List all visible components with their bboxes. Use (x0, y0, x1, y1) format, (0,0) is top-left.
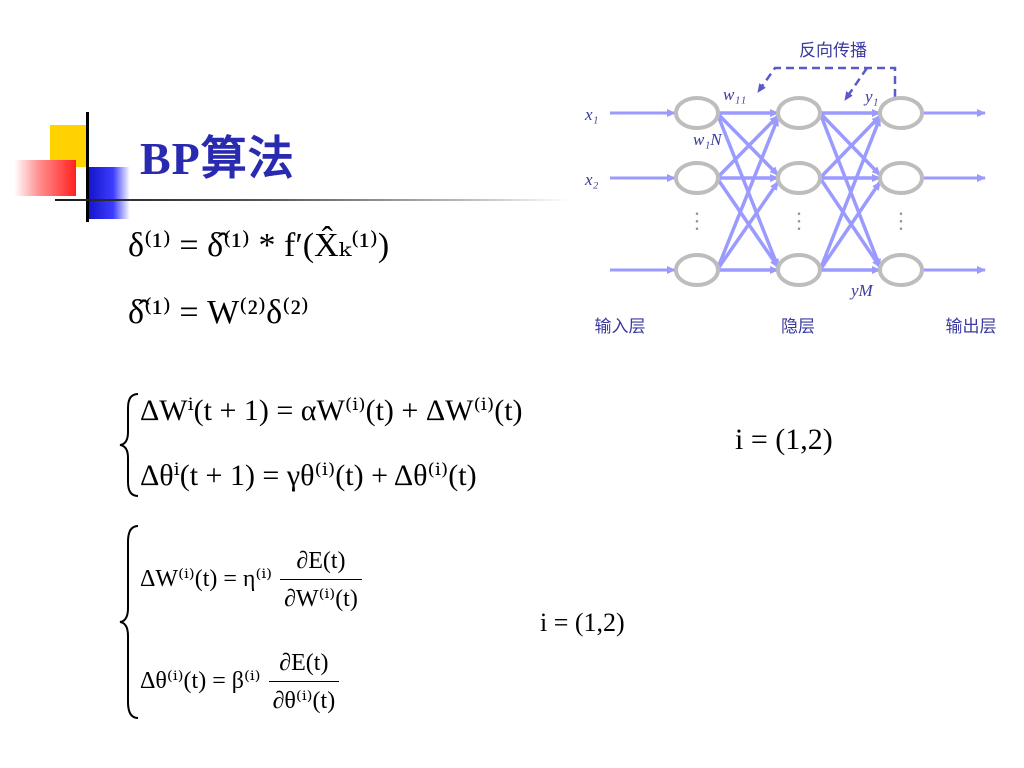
equation-delta-1: δ⁽¹⁾ = δ̂⁽¹⁾ * f′(X̂ₖ⁽¹⁾) (128, 227, 390, 264)
hidden-node-2 (776, 161, 822, 195)
label-w1n: w₁N (693, 130, 723, 149)
edges-input-hidden (715, 109, 780, 274)
label-ym: yM (849, 281, 874, 300)
decor-red-bar (14, 160, 76, 196)
slide-title: BP算法 (140, 133, 295, 184)
label-w11: w₁₁ (723, 85, 746, 104)
hidden-node-1 (776, 96, 822, 130)
eq5-denominator: ∂W⁽ⁱ⁾(t) (284, 586, 358, 612)
input-node-1 (674, 96, 720, 130)
decor-vertical-line (86, 112, 89, 222)
equation-delta-theta-gradient: Δθ⁽ⁱ⁾(t) = β⁽ⁱ⁾ ∂E(t) ∂θ⁽ⁱ⁾(t) (140, 650, 340, 715)
condition-i-1: i = (1,2) (735, 423, 833, 456)
brace-system-1 (119, 393, 139, 497)
eq6-denominator: ∂θ⁽ⁱ⁾(t) (272, 688, 336, 714)
backprop-arrow-short (843, 67, 869, 101)
equation-delta-w-update: ΔWⁱ(t + 1) = αW⁽ⁱ⁾(t) + ΔW⁽ⁱ⁾(t) (140, 394, 523, 427)
input-layer-label: 输入层 (595, 317, 646, 336)
ellipsis-input: ⋮ (686, 208, 708, 233)
title-underline (55, 199, 570, 201)
input-node-2 (674, 161, 720, 195)
output-layer-label: 输出层 (946, 317, 997, 336)
label-x1: x₁ (584, 105, 598, 124)
edges-hidden-output (818, 109, 882, 274)
eq6-lhs: Δθ⁽ⁱ⁾(t) = β⁽ⁱ⁾ (140, 668, 261, 695)
neural-network-diagram: 反向传播 (584, 41, 997, 336)
hidden-layer-label: 隐层 (781, 317, 815, 336)
ellipsis-hidden: ⋮ (788, 208, 810, 233)
decor-blue-square (88, 167, 130, 219)
label-x2: x₂ (584, 170, 599, 189)
brace-system-2 (119, 525, 139, 719)
backprop-arrow-long (756, 66, 897, 110)
output-node-m (878, 253, 924, 287)
eq6-numerator: ∂E(t) (268, 650, 340, 682)
equation-delta-theta-update: Δθⁱ(t + 1) = γθ⁽ⁱ⁾(t) + Δθ⁽ⁱ⁾(t) (140, 459, 477, 492)
hidden-node-n (776, 253, 822, 287)
eq5-fraction: ∂E(t) ∂W⁽ⁱ⁾(t) (280, 548, 362, 613)
eq5-numerator: ∂E(t) (280, 548, 362, 580)
output-node-2 (878, 161, 924, 195)
condition-i-2: i = (1,2) (540, 608, 625, 637)
eq6-fraction: ∂E(t) ∂θ⁽ⁱ⁾(t) (268, 650, 340, 715)
eq5-lhs: ΔW⁽ⁱ⁾(t) = η⁽ⁱ⁾ (140, 566, 273, 593)
output-node-1 (878, 96, 924, 130)
input-node-n (674, 253, 720, 287)
backprop-label: 反向传播 (799, 41, 867, 60)
equation-delta-hat-1: δ̂⁽¹⁾ = W⁽²⁾δ⁽²⁾ (128, 294, 309, 331)
label-y1: y₁ (863, 87, 878, 106)
equation-delta-w-gradient: ΔW⁽ⁱ⁾(t) = η⁽ⁱ⁾ ∂E(t) ∂W⁽ⁱ⁾(t) (140, 548, 362, 613)
ellipsis-output: ⋮ (890, 208, 912, 233)
